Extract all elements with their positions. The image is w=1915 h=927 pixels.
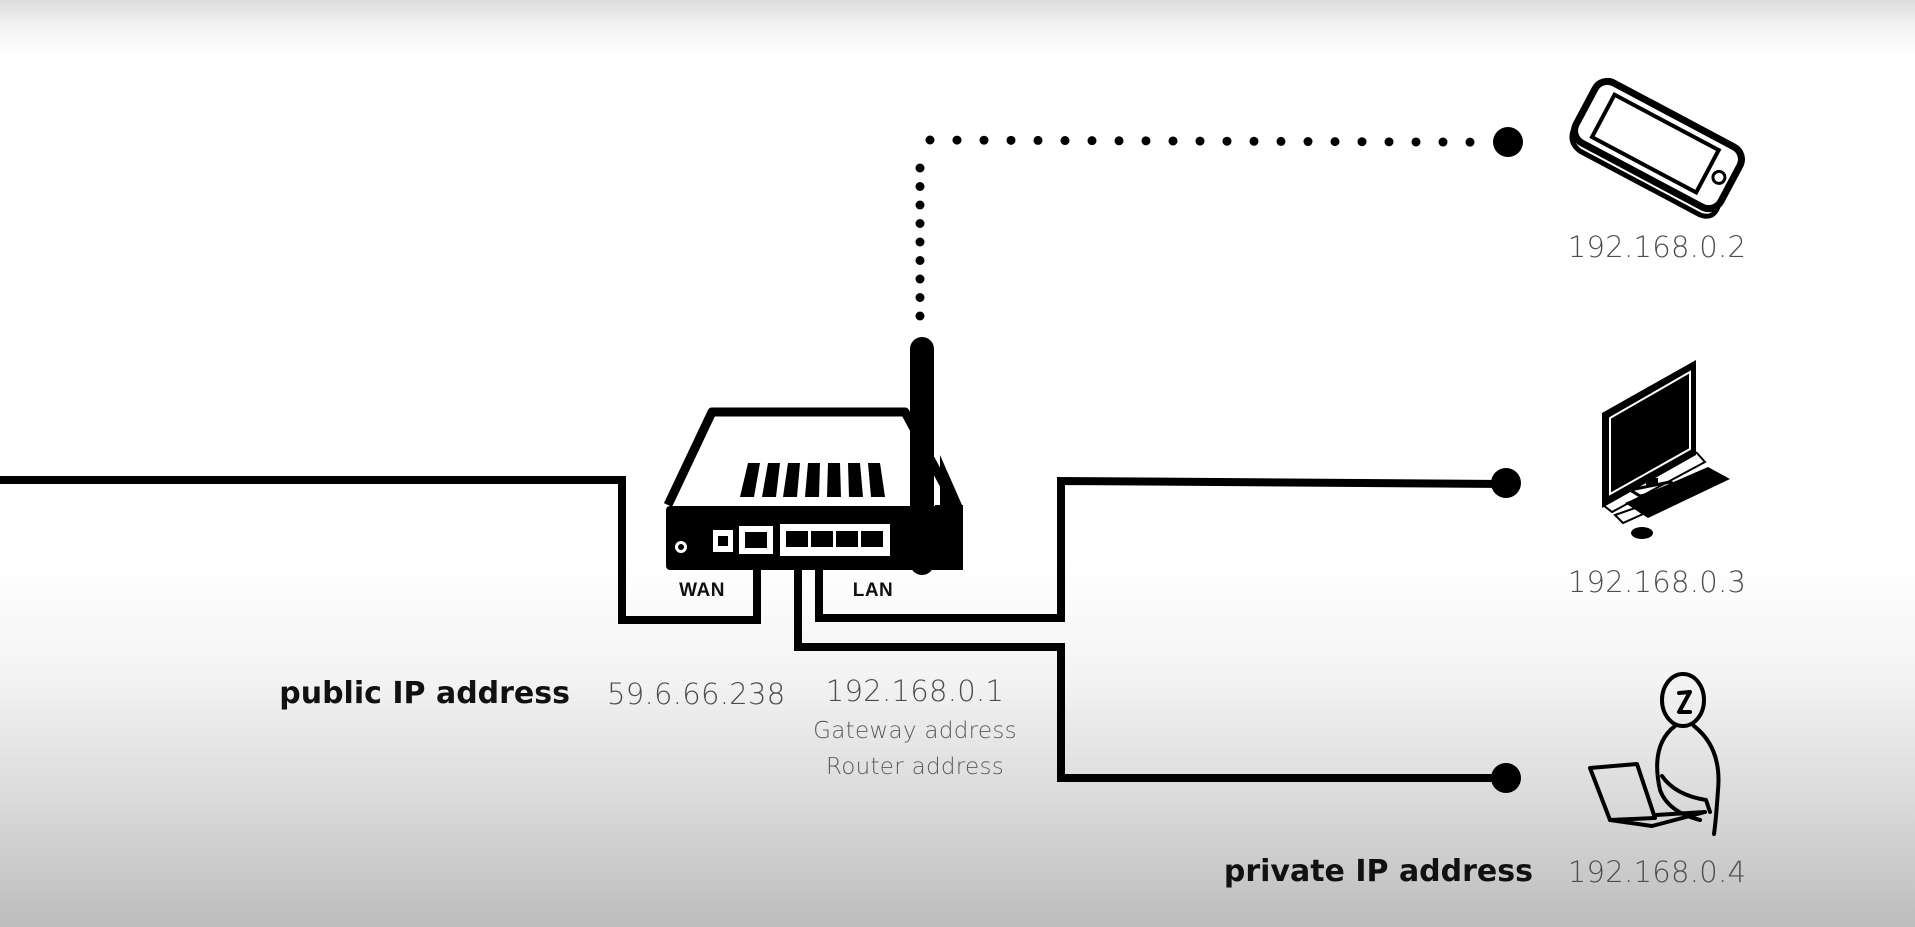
wireless-dot: [1357, 137, 1367, 147]
device-ip-phone: 192.168.0.2: [1567, 230, 1747, 264]
wireless-dot: [915, 163, 925, 173]
endpoint-dot-desktop: [1491, 468, 1521, 498]
public-ip-label: public IP address: [279, 676, 570, 711]
wireless-dot: [915, 219, 925, 228]
wireless-dot: [979, 135, 989, 145]
wan-cable: [0, 476, 761, 624]
wireless-dot: [915, 200, 925, 210]
wireless-dot: [1249, 136, 1259, 146]
wireless-dot: [1033, 135, 1043, 145]
endpoint-dot-laptop: [1491, 763, 1521, 793]
wireless-dot: [915, 256, 925, 265]
smartphone-icon: [1569, 77, 1745, 219]
endpoint-dot-phone: [1493, 127, 1523, 157]
wireless-dot: [1276, 136, 1286, 146]
wan-port-label: WAN: [679, 580, 725, 601]
wireless-dot: [915, 182, 925, 191]
private-ip-label: private IP address: [1223, 854, 1533, 889]
wireless-dot: [915, 237, 925, 247]
device-ip-desktop: 192.168.0.3: [1567, 565, 1747, 599]
wireless-dot: [1087, 136, 1097, 146]
router-lan-ip: 192.168.0.1: [825, 674, 1005, 708]
lan-port-label: LAN: [852, 580, 894, 601]
device-ip-laptop: 192.168.0.4: [1567, 855, 1747, 889]
public-ip-value: 59.6.66.238: [607, 677, 786, 711]
wireless-dot: [1222, 136, 1232, 146]
desktop-computer-icon: [1602, 360, 1730, 539]
wireless-dot: [1384, 137, 1394, 147]
router-icon: [663, 337, 963, 575]
wireless-link: [915, 135, 1475, 321]
wireless-dot: [952, 135, 962, 145]
wireless-dot: [1168, 136, 1178, 146]
wireless-dot: [1411, 137, 1421, 147]
gateway-address-label: Gateway address: [813, 718, 1017, 744]
wireless-dot: [925, 135, 935, 145]
router-address-label: Router address: [825, 754, 1005, 780]
wireless-dot: [1195, 136, 1205, 146]
laptop-user-icon: [1588, 672, 1721, 836]
wireless-dot: [1438, 137, 1448, 147]
wireless-dot: [1060, 136, 1070, 146]
wireless-dot: [915, 311, 925, 321]
wireless-dot: [915, 274, 925, 284]
wireless-dot: [1114, 136, 1124, 146]
lan-cable-desktop: [815, 476, 1506, 622]
lan-cable-laptop: [794, 548, 1505, 782]
wireless-dot: [1330, 137, 1340, 147]
wireless-dot: [1465, 137, 1475, 147]
wireless-dot: [1141, 136, 1151, 146]
wireless-dot: [915, 293, 925, 302]
wireless-dot: [1006, 135, 1016, 145]
wireless-dot: [1303, 137, 1313, 147]
